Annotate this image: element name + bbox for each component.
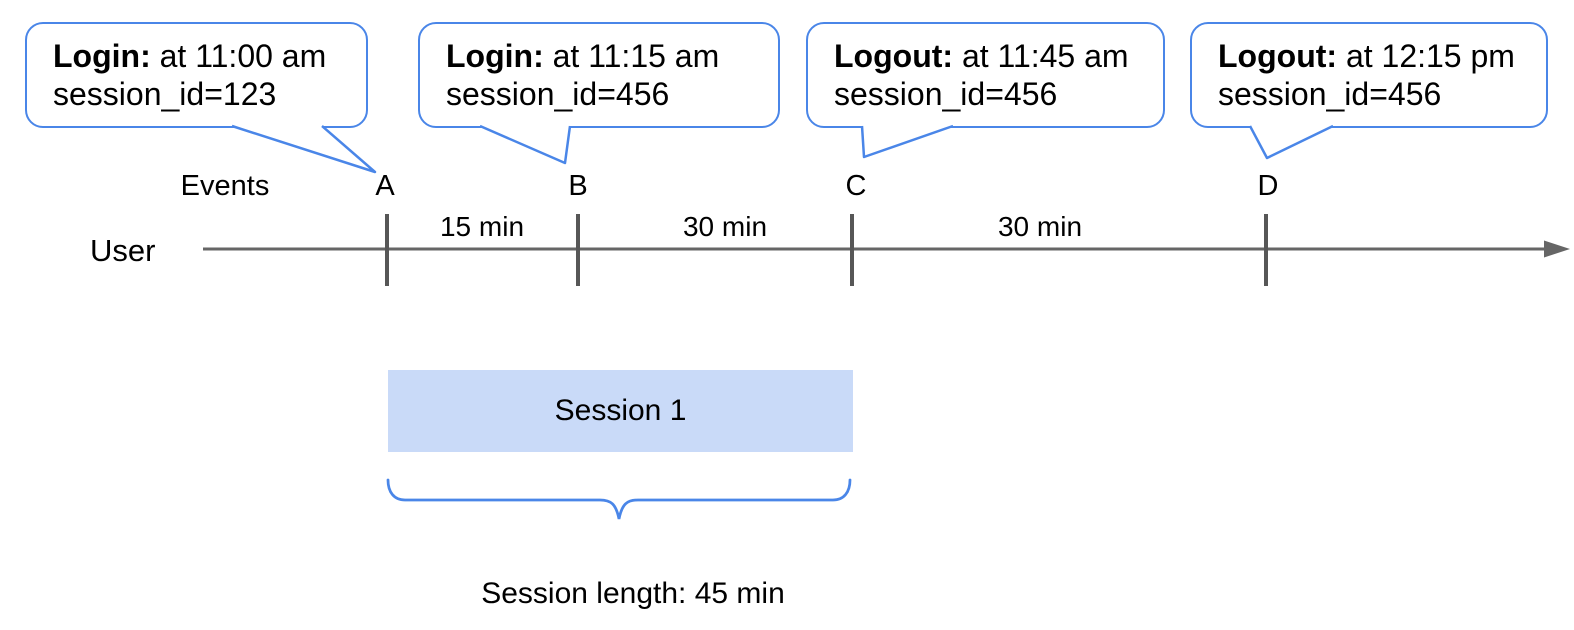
callout-d-time: at 12:15 pm: [1337, 38, 1515, 74]
callout-d-tail-icon: [1248, 124, 1334, 160]
session-1-label: Session 1: [554, 394, 687, 427]
callout-a-title: Login:: [53, 38, 151, 74]
event-label-b: B: [568, 170, 588, 202]
interval-label-bc: 30 min: [682, 211, 768, 242]
callout-a-session-id: session_id=123: [53, 76, 277, 112]
callout-login-b: Login: at 11:15 am session_id=456: [418, 22, 780, 128]
event-label-c: C: [845, 170, 867, 202]
session-length-label: Session length: 45 min: [481, 577, 785, 610]
callout-b-session-id: session_id=456: [446, 76, 670, 112]
user-row-label: User: [90, 233, 156, 268]
interval-label-cd: 30 min: [997, 211, 1083, 242]
events-row-label: Events: [180, 170, 270, 202]
timeline-arrowhead-icon: [1544, 240, 1570, 258]
callout-d-title: Logout:: [1218, 38, 1338, 74]
callout-a-tail-icon: [231, 124, 377, 174]
callout-b-title: Login:: [446, 38, 544, 74]
callout-d-session-id: session_id=456: [1218, 76, 1442, 112]
callout-logout-d: Logout: at 12:15 pm session_id=456: [1190, 22, 1548, 128]
session-1-box: Session 1: [388, 370, 853, 452]
session-length-brace: [386, 478, 852, 520]
interval-label-ab: 15 min: [439, 211, 525, 242]
callout-login-a: Login: at 11:00 am session_id=123: [25, 22, 368, 128]
callout-c-title: Logout:: [834, 38, 954, 74]
callout-b-time: at 11:15 am: [543, 38, 720, 74]
callout-logout-c: Logout: at 11:45 am session_id=456: [806, 22, 1165, 128]
callout-a-time: at 11:00 am: [150, 38, 327, 74]
event-label-a: A: [375, 170, 395, 202]
callout-c-time: at 11:45 am: [953, 38, 1129, 74]
event-label-d: D: [1257, 170, 1279, 202]
callout-c-tail-icon: [860, 124, 954, 159]
callout-c-session-id: session_id=456: [834, 76, 1058, 112]
callout-b-tail-icon: [479, 124, 572, 165]
